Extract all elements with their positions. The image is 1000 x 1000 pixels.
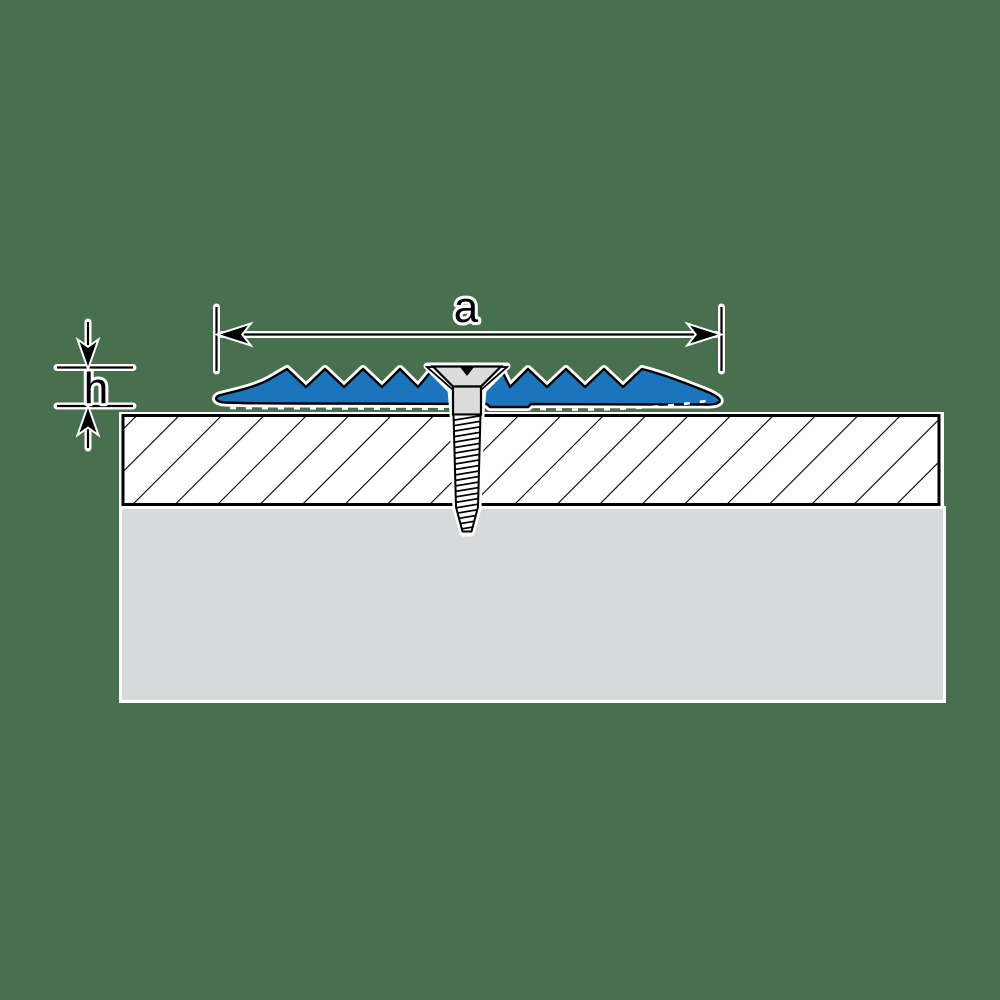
screw-drive-slot xyxy=(460,367,474,376)
screed-hatching xyxy=(121,414,941,506)
width-dimension-label: a xyxy=(454,283,479,332)
cover-profile xyxy=(216,369,720,410)
screw-shank xyxy=(451,385,483,416)
arrow-left-icon xyxy=(213,321,254,348)
underside-grip-dashes-left xyxy=(229,406,481,411)
concrete-slab-layer xyxy=(119,506,946,703)
arrow-up-icon xyxy=(75,402,101,438)
dimensions: a h xyxy=(57,280,725,448)
fixing-screw xyxy=(423,362,511,537)
height-dimension-label: h xyxy=(84,364,108,413)
underside-grip-dashes-right xyxy=(539,399,707,411)
arrow-down-icon xyxy=(75,336,101,372)
arrow-right-icon xyxy=(684,321,725,348)
screed-layer xyxy=(119,412,944,509)
concrete-slab xyxy=(122,509,943,700)
screw-thread-lines xyxy=(453,414,481,532)
